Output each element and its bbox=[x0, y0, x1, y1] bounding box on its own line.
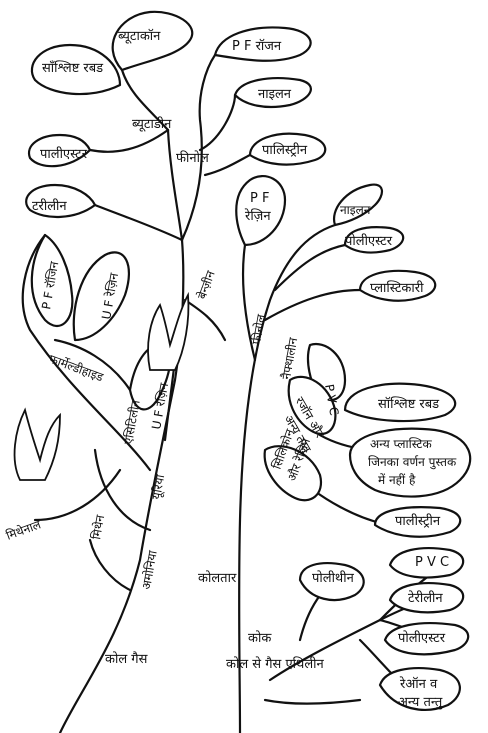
label-nylon-top: नाइलन bbox=[258, 87, 292, 102]
label-terylene-right: टेरीलीन bbox=[408, 590, 443, 606]
label-acetylene: एसिटिलीन bbox=[121, 399, 143, 446]
label-pf-resin-top: P F रॉजन bbox=[232, 38, 282, 54]
label-rayon-1: रेऑन व bbox=[399, 676, 438, 692]
label-rayon-2: अन्य तन्तु bbox=[398, 695, 443, 710]
leaf-uf-resin-left bbox=[74, 252, 129, 340]
flame-left bbox=[15, 410, 60, 480]
label-terylene-left: टरीलीन bbox=[32, 198, 67, 214]
label-synthetic-rubber-top: सॉंश्लिष्ट रबड bbox=[42, 60, 104, 76]
tree-leaves bbox=[26, 12, 470, 710]
label-other-plastics-3: में नहीं है bbox=[378, 473, 416, 487]
label-polystyrene-right: पालीस्ट्रीन bbox=[395, 513, 441, 529]
label-polythene: पोलीथीन bbox=[312, 570, 355, 586]
label-ammonia: अमोनिया bbox=[139, 549, 160, 591]
label-from-coal-ethylene: कोल से गैस एथिलीन bbox=[226, 656, 325, 672]
label-other-plastics-2: जिनका वर्णन पुस्तक bbox=[368, 455, 457, 470]
label-methanol: मिथेनाल bbox=[4, 517, 43, 543]
label-coal-gas: कोल गैस bbox=[105, 651, 148, 667]
label-naphthalene: नैफ्थालीन bbox=[279, 336, 300, 380]
label-synthetic-rubber-right: सॉश्लिष्ट रबड bbox=[378, 396, 440, 412]
label-polystyrene-top: पालिस्ट्रीन bbox=[262, 142, 308, 158]
label-plasticizer: प्लास्टिकारी bbox=[370, 280, 424, 296]
label-methane: मिथेन bbox=[89, 514, 107, 541]
label-benzene: बेन्ज़ीन bbox=[195, 269, 218, 301]
label-urea: यूरिया bbox=[149, 473, 168, 501]
label-coal-tar: कोलतार bbox=[198, 570, 237, 586]
label-polyester-left: पालीएस्टर bbox=[40, 146, 88, 162]
label-butadiene: ब्यूटाडीन bbox=[132, 116, 172, 132]
label-polyester-mid: पोलीएस्टर bbox=[345, 233, 393, 249]
label-butacon: ब्यूटाकॉन bbox=[118, 28, 161, 44]
labels: ब्यूटाकॉन सॉंश्लिष्ट रबड ब्यूटाडीन P F र… bbox=[4, 28, 457, 710]
label-pf-resin-mid-1: P F bbox=[250, 191, 269, 206]
flame-center bbox=[148, 295, 188, 370]
label-coke: कोक bbox=[248, 630, 272, 646]
label-phenol: फीनोल bbox=[176, 150, 209, 166]
label-polyester-right: पोलीएस्टर bbox=[398, 630, 446, 646]
label-pvc-right: P V C bbox=[415, 555, 449, 570]
label-pf-resin-mid-2: रेज़िन bbox=[244, 208, 271, 224]
label-phenol-low: फीनोल bbox=[249, 312, 268, 345]
label-nylon-mid: नाइलन bbox=[340, 203, 371, 217]
label-other-plastics-1: अन्य प्लास्टिक bbox=[370, 437, 432, 451]
